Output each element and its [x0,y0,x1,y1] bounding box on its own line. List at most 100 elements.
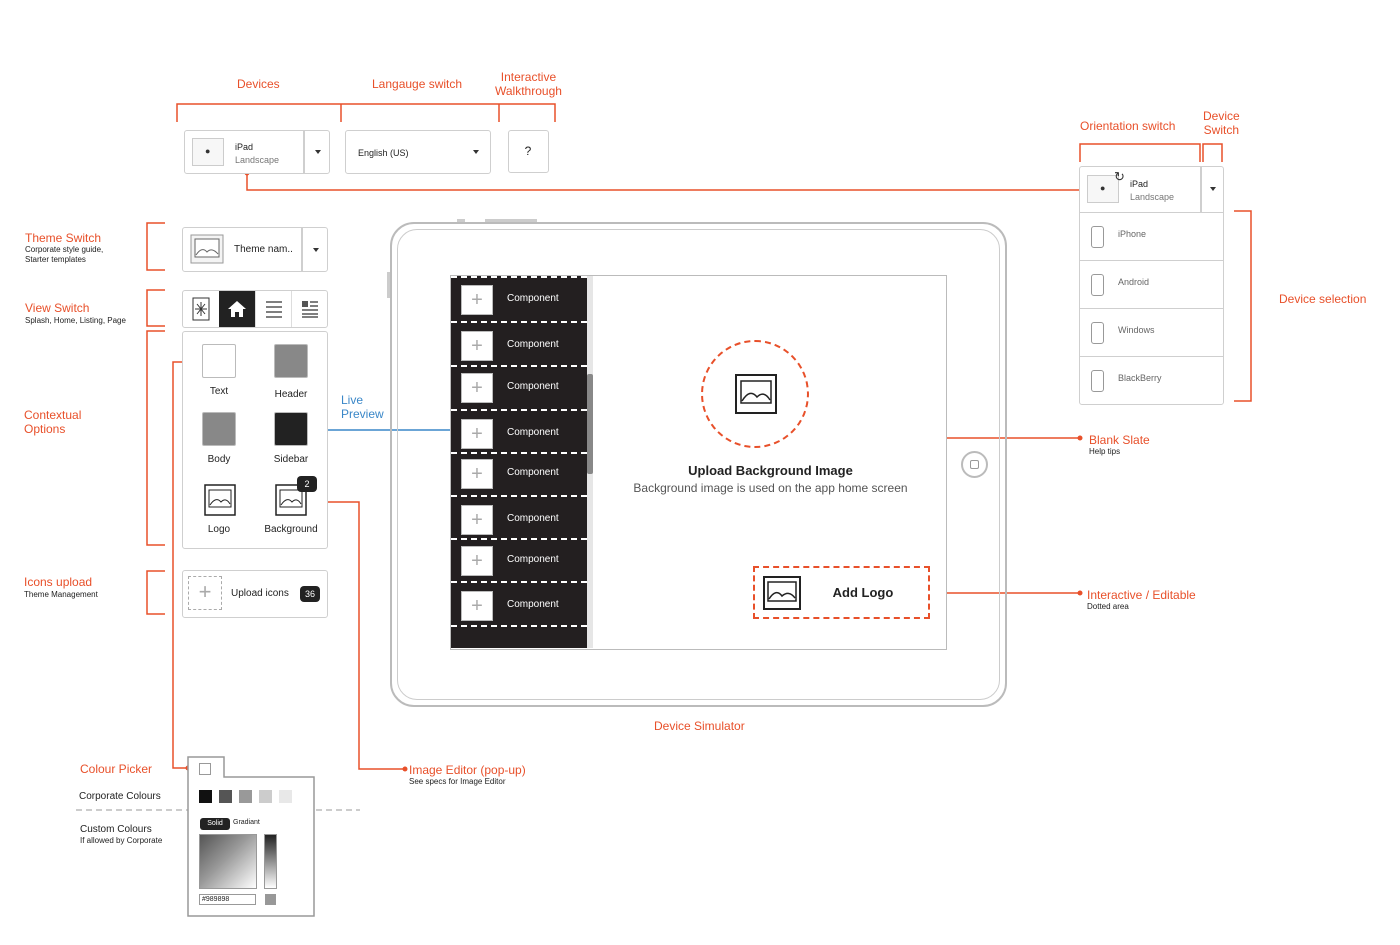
add-logo-area[interactable]: Add Logo [753,566,930,619]
component-label: Component [507,467,559,478]
iphone-icon [1091,226,1104,248]
component-slot[interactable]: + Component [451,498,587,542]
plus-icon: + [461,546,493,576]
annotation-colour-picker: Colour Picker [80,762,153,776]
component-slot[interactable]: + Component [451,324,587,368]
ipad-inner-bezel [397,229,1000,700]
sidebar-colour-swatch[interactable] [274,412,308,446]
apple-icon: ● [192,138,224,166]
annotation-interactive-editable: Interactive / Editable [1087,588,1196,602]
view-listing-button[interactable] [255,291,291,327]
sidebar-scrollbar-track[interactable] [587,276,593,648]
list-icon [266,301,282,318]
plus-icon: + [461,505,493,535]
device-option-blackberry[interactable]: BlackBerry [1080,356,1223,404]
dashed-divider [451,365,587,367]
hex-input[interactable]: #989898 [199,894,256,905]
component-slot[interactable]: + Component [451,539,587,583]
view-home-button[interactable] [219,291,255,327]
custom-colours-label: Custom Colours [80,824,152,835]
current-colour-swatch[interactable] [199,763,211,775]
lightness-slider[interactable] [264,834,277,889]
image-icon [763,576,801,610]
option-label: Text [209,386,229,397]
upload-subtitle: Background image is used on the app home… [633,481,908,495]
splash-icon [192,297,210,321]
page-icon [302,301,318,318]
plus-icon: + [461,419,493,449]
component-slot[interactable]: + Component [451,366,587,410]
colour-picker-popup: Solid Gradiant #989898 [187,756,315,917]
annotation-view-switch: View Switch [25,301,90,315]
device-option-windows[interactable]: Windows [1080,308,1223,356]
device-option-iphone[interactable]: iPhone [1080,212,1223,260]
ipad-side-button [387,272,390,298]
component-label: Component [507,427,559,438]
annotation-image-editor: Image Editor (pop-up) [409,763,526,777]
background-image-icon[interactable] [275,484,307,516]
corporate-colour-swatch[interactable] [199,790,212,803]
contextual-options-panel: Text Header Body Sidebar Logo 2 Backgrou… [182,331,328,549]
component-slot[interactable]: + Component [451,584,587,628]
dashed-divider [451,538,587,540]
device-dropdown[interactable]: ● iPad Landscape [184,130,330,174]
component-slot[interactable]: + Component [451,452,587,496]
ipad-button [457,219,465,222]
annotation-interactive-editable-sub: Dotted area [1087,602,1129,611]
component-label: Component [507,339,559,350]
plus-icon: + [461,459,493,489]
annotation-blank-slate-sub: Help tips [1089,447,1121,456]
logo-image-icon[interactable] [204,484,236,516]
corporate-colour-swatch[interactable] [219,790,232,803]
device-option-android[interactable]: Android [1080,260,1223,308]
component-slot[interactable]: + Component [451,278,587,322]
tab-solid[interactable]: Solid [200,818,230,830]
plus-icon: + [188,576,222,610]
corporate-colour-swatch[interactable] [239,790,252,803]
device-orientation: Landscape [1130,192,1175,202]
upload-background-target[interactable] [701,340,809,448]
colour-gradient-area[interactable] [199,834,257,889]
upload-icons-button[interactable]: + Upload icons 36 [182,570,328,618]
tab-gradient[interactable]: Gradiant [233,819,260,826]
walkthrough-help-button[interactable]: ? [508,130,549,173]
component-slot[interactable]: + Component [451,412,587,456]
image-icon [190,234,224,264]
rotate-icon[interactable]: ↻ [1114,169,1125,184]
view-page-button[interactable] [291,291,327,327]
annotation-orientation-switch: Orientation switch [1080,119,1176,133]
annotation-device-simulator: Device Simulator [654,719,745,733]
chevron-down-icon[interactable] [1210,187,1216,191]
device-orientation: Landscape [235,155,280,165]
language-value: English (US) [358,148,409,158]
upload-title: Upload Background Image [688,463,853,478]
header-colour-swatch[interactable] [274,344,308,378]
blackberry-icon [1091,370,1104,392]
device-screen: + Component + Component + Component + Co… [450,275,947,650]
body-colour-swatch[interactable] [202,412,236,446]
divider [303,131,305,173]
dashed-divider [451,625,587,627]
dashed-divider [451,452,587,454]
view-splash-button[interactable] [183,291,219,327]
upload-icons-label: Upload icons [231,588,289,599]
corporate-colour-swatch[interactable] [279,790,292,803]
divider [1200,167,1202,212]
annotation-interactive-walkthrough: Interactive Walkthrough [495,70,562,98]
sidebar-scrollbar-thumb[interactable] [587,374,593,474]
device-option-label: iPhone [1118,229,1147,239]
chevron-down-icon [315,150,321,154]
component-label: Component [507,554,559,565]
component-label: Component [507,381,559,392]
text-colour-swatch[interactable] [202,344,236,378]
corporate-colour-swatch[interactable] [259,790,272,803]
icon-count-badge: 36 [300,586,320,602]
plus-icon: + [461,591,493,621]
language-dropdown[interactable]: English (US) [345,130,491,174]
annotation-blank-slate: Blank Slate [1089,433,1150,447]
selected-device-row[interactable]: ● ↻ iPad Landscape [1080,167,1223,212]
home-button[interactable] [961,451,988,478]
theme-dropdown[interactable]: Theme nam.. [182,227,328,272]
annotation-language-switch: Langauge switch [372,77,463,91]
apple-icon: ● [1087,175,1119,203]
